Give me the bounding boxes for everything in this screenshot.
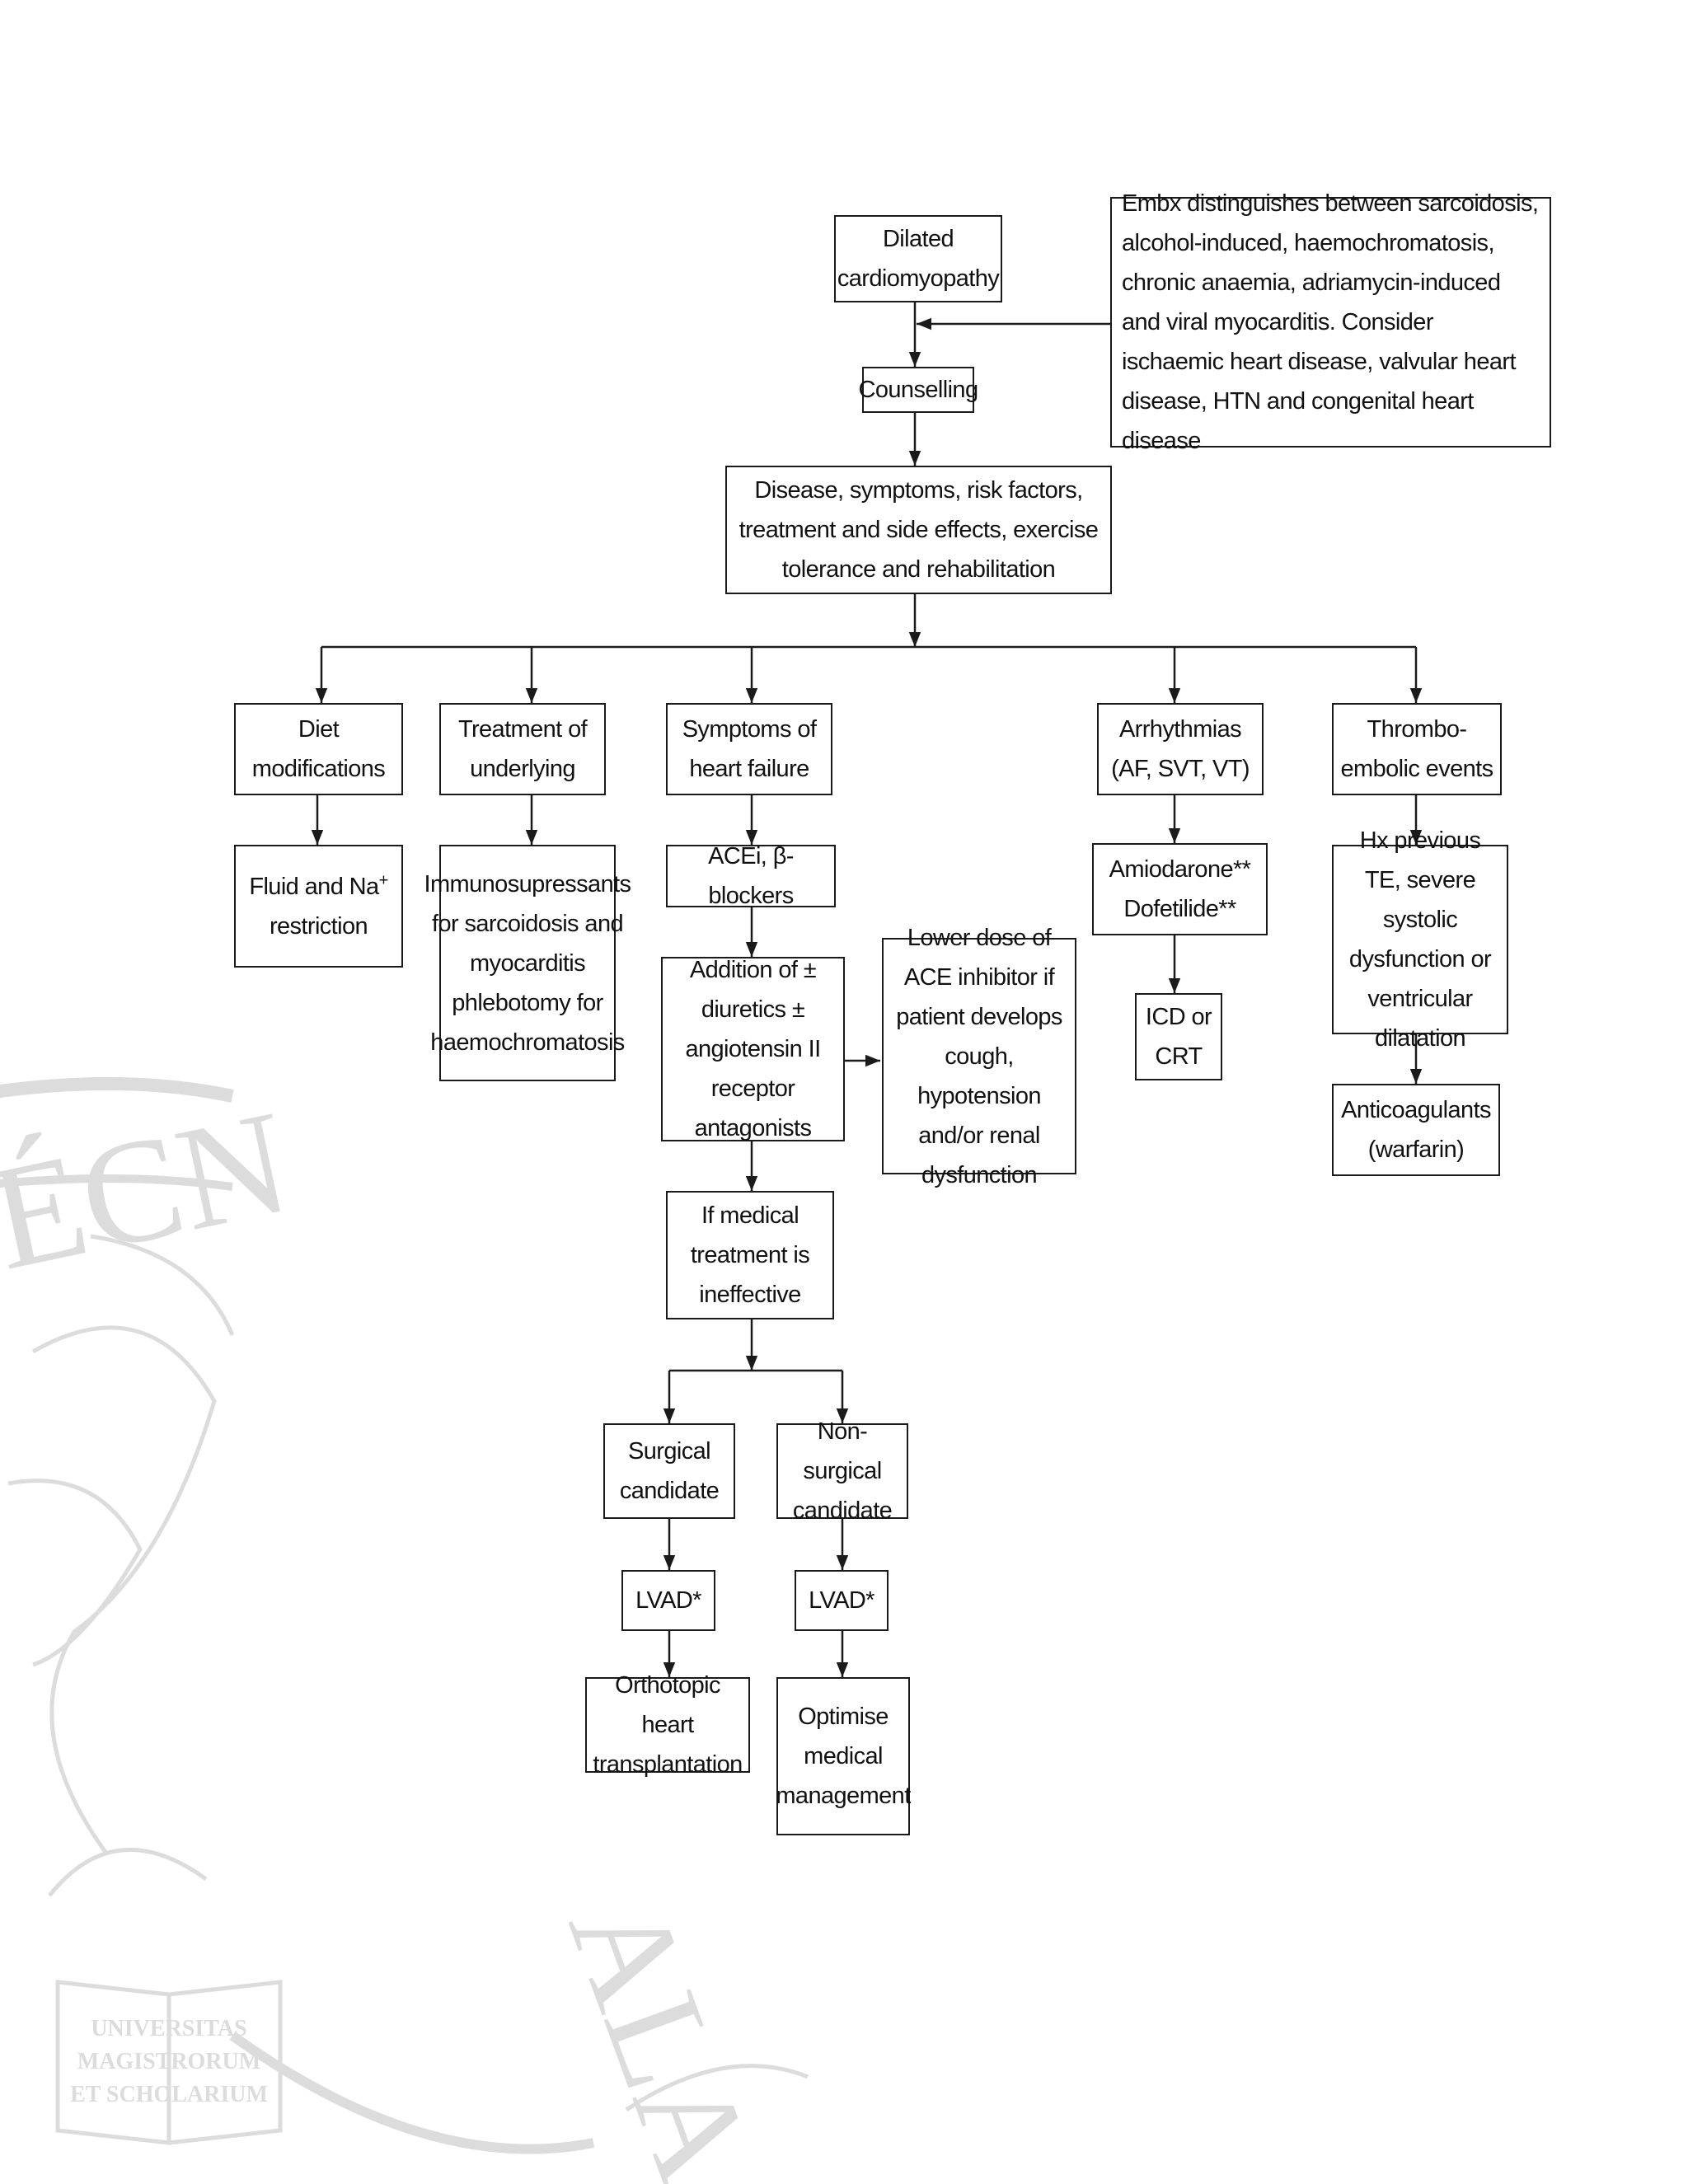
node-icd-crt: ICD or CRT xyxy=(1135,993,1222,1080)
node-lower-dose-label: Lower dose of ACE inhibitor if patient d… xyxy=(896,924,1062,1188)
node-if-medical-label: If medical treatment is ineffective xyxy=(690,1202,810,1308)
seal-ribbon-icon xyxy=(625,2064,809,2112)
node-fluid-sup: + xyxy=(378,870,389,889)
node-nonsurgical-label: Non-surgical candidate xyxy=(792,1418,893,1524)
node-lvad-right: LVAD* xyxy=(795,1570,889,1631)
node-acei-betablockers: ACEi, β-blockers xyxy=(666,843,836,909)
node-optimise-medical: Optimise medical management xyxy=(776,1677,911,1835)
node-dilated-label: Dilated cardiomyopathy xyxy=(837,226,1000,292)
node-hx-previous-te: Hx previous TE, severe systolic dysfunct… xyxy=(1332,827,1508,1052)
node-icd-label: ICD or CRT xyxy=(1145,1004,1212,1070)
node-orthotopic-label: Orthotopic heart transplantation xyxy=(593,1672,743,1778)
node-embx-label: Embx distinguishes between sarcoidosis, … xyxy=(1122,190,1539,454)
node-surgical-label: Surgical candidate xyxy=(619,1438,720,1504)
node-symptoms-heart-failure: Symptoms of heart failure xyxy=(666,703,832,795)
node-immunosuppressants: Immunosupressants for sarcoidosis and my… xyxy=(424,845,631,1081)
node-hx-label: Hx previous TE, severe systolic dysfunct… xyxy=(1348,827,1492,1052)
node-fluid-prefix: Fluid and Na xyxy=(249,873,379,900)
node-amiodarone-dofetilide: Amiodarone** Dofetilide** xyxy=(1092,843,1268,935)
node-anticoag-label: Anticoagulants (warfarin) xyxy=(1341,1097,1491,1163)
node-counselling: Counselling xyxy=(859,367,978,413)
node-disease-symptoms: Disease, symptoms, risk factors, treatme… xyxy=(725,466,1112,594)
node-lvad-left-label: LVAD* xyxy=(635,1587,701,1614)
node-addition-label: Addition of ± diuretics ± angiotensin II… xyxy=(685,957,821,1141)
node-lower-dose-ace: Lower dose of ACE inhibitor if patient d… xyxy=(882,925,1076,1188)
node-if-medical-ineffective: If medical treatment is ineffective xyxy=(666,1191,834,1319)
node-diet-modifications: Diet modifications xyxy=(234,703,403,795)
seal-inner-arc-icon xyxy=(0,1174,233,1191)
node-dilated-cardiomyopathy: Dilated cardiomyopathy xyxy=(834,215,1002,302)
node-fluid-restriction: Fluid and Na+ restriction xyxy=(234,845,403,968)
node-arrhythmias: Arrhythmias (AF, SVT, VT) xyxy=(1097,703,1264,795)
node-immuno-label: Immunosupressants for sarcoidosis and my… xyxy=(424,870,632,1056)
node-addition-diuretics: Addition of ± diuretics ± angiotensin II… xyxy=(661,957,845,1141)
node-treatment-underlying: Treatment of underlying xyxy=(439,703,606,795)
node-surgical-candidate: Surgical candidate xyxy=(603,1423,735,1519)
seal-book-line-1: UNIVERSITAS xyxy=(91,2016,246,2041)
node-fluid-label: Fluid and Na+ restriction xyxy=(249,867,389,946)
node-thrombo-label: Thrombo-embolic events xyxy=(1340,716,1493,782)
node-anticoagulants: Anticoagulants (warfarin) xyxy=(1332,1084,1500,1176)
node-amiodarone-label: Amiodarone** Dofetilide** xyxy=(1109,856,1251,922)
node-arrhythmias-label: Arrhythmias (AF, SVT, VT) xyxy=(1111,716,1250,782)
seal-book-icon xyxy=(55,1980,283,2145)
node-embx-note: Embx distinguishes between sarcoidosis, … xyxy=(1110,190,1551,454)
seal-outer-arc-icon xyxy=(0,1077,234,1103)
seal-book-line-3: ET SCHOLARIUM xyxy=(70,2082,268,2107)
node-fluid-suffix: restriction xyxy=(269,912,368,940)
node-acei-label: ACEi, β-blockers xyxy=(708,843,794,909)
node-optimise-label: Optimise medical management xyxy=(776,1704,911,1809)
node-symptoms-label: Symptoms of heart failure xyxy=(682,716,817,782)
node-thromboembolic-events: Thrombo-embolic events xyxy=(1332,703,1502,795)
node-diet-label: Diet modifications xyxy=(251,716,386,782)
node-lvad-left: LVAD* xyxy=(621,1570,715,1631)
node-orthotopic-transplant: Orthotopic heart transplantation xyxy=(585,1672,750,1778)
node-disease-label: Disease, symptoms, risk factors, treatme… xyxy=(738,477,1099,583)
node-nonsurgical-candidate: Non-surgical candidate xyxy=(776,1418,908,1524)
node-counselling-label: Counselling xyxy=(858,377,979,403)
seal-laurel-icon xyxy=(31,1325,217,1856)
node-lvad-right-label: LVAD* xyxy=(809,1587,874,1614)
seal-bottom-arc-icon xyxy=(229,2032,595,2154)
seal-book-line-2: MAGISTRORUM xyxy=(77,2049,260,2074)
node-treatment-label: Treatment of underlying xyxy=(457,716,588,782)
